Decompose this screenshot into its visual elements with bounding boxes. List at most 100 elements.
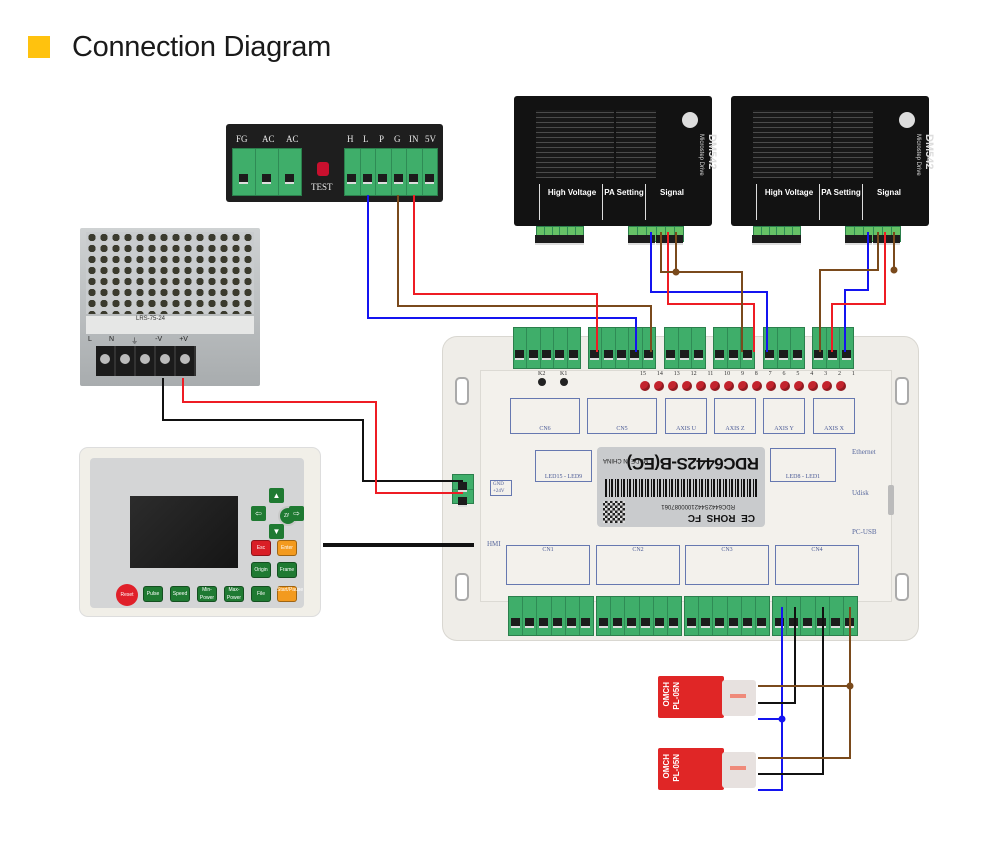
esc-button[interactable]: Esc xyxy=(251,540,271,556)
terminal-label-in: IN xyxy=(409,134,419,144)
axis-u-pinout: AXIS U xyxy=(665,398,707,434)
terminal-axis-y xyxy=(763,327,805,369)
mounting-slot-bottom-right xyxy=(895,573,909,601)
power-terminal xyxy=(535,226,584,245)
psu-terminal-ground: ⏚ xyxy=(131,338,139,345)
terminal-label-ac2: AC xyxy=(286,134,299,144)
reset-button[interactable]: Reset xyxy=(116,584,138,606)
cn2-caption: CN2 xyxy=(632,547,644,553)
switching-power-supply: LRS-75-24 L N ⏚ -V +V xyxy=(80,228,260,386)
cn5-pinout: CN5 xyxy=(587,398,657,434)
pin-number: 5 xyxy=(796,371,800,377)
terminal-label-fg: FG xyxy=(236,134,248,144)
axis-z-caption: AXIS Z xyxy=(725,426,745,432)
max-power-button[interactable]: Max-Power xyxy=(224,586,244,602)
axis-u-caption: AXIS U xyxy=(676,426,696,432)
cn1-caption: CN1 xyxy=(542,547,554,553)
cn4-pinout: CN4 xyxy=(775,545,859,585)
right-arrow-button[interactable]: ⇨ xyxy=(289,506,304,521)
cn5-caption: CN5 xyxy=(616,426,628,432)
driver-subtitle: Microstep Drive xyxy=(915,134,921,176)
mounting-slot-bottom-left xyxy=(455,573,469,601)
pin-number: 4 xyxy=(810,371,814,377)
pulse-button[interactable]: Pulse xyxy=(143,586,163,602)
axis-z-pinout: AXIS Z xyxy=(714,398,756,434)
wire-junction xyxy=(672,268,680,276)
enter-button[interactable]: Enter xyxy=(277,540,297,556)
terminal-label-g: G xyxy=(394,134,401,144)
cn4-caption: CN4 xyxy=(811,547,823,553)
pin-number: 9 xyxy=(740,371,744,377)
section-high-voltage: High Voltage xyxy=(547,188,597,197)
led-left-caption: LED15 - LED9 xyxy=(544,474,583,480)
pin-number: 14 xyxy=(656,371,663,377)
led15-led9-pinout: LED15 - LED9 xyxy=(535,450,592,482)
section-high-voltage: High Voltage xyxy=(764,188,814,197)
status-led xyxy=(822,381,832,391)
section-pa-setting: PA Setting xyxy=(604,188,644,197)
frame-button[interactable]: Frame xyxy=(277,562,297,578)
stepper-driver-y: DM542 Microstep Drive High Voltage PA Se… xyxy=(514,96,718,245)
wire-junction xyxy=(778,715,786,723)
min-power-button[interactable]: Min-Power xyxy=(197,586,217,602)
terminal-cn1 xyxy=(508,596,594,636)
file-button[interactable]: File xyxy=(251,586,271,602)
sensor-connector xyxy=(722,752,756,788)
k2-button[interactable] xyxy=(538,378,546,386)
led-right-caption: LED8 - LED1 xyxy=(785,474,821,480)
status-led xyxy=(724,381,734,391)
left-arrow-button[interactable]: ⇦ xyxy=(251,506,266,521)
status-led xyxy=(738,381,748,391)
pin-number: 15 xyxy=(640,371,646,377)
hmi-lcd-screen xyxy=(130,496,238,568)
cn6-pinout: CN6 xyxy=(510,398,580,434)
psu-terminal-l: L xyxy=(88,336,92,343)
pin-number: 10 xyxy=(724,371,731,377)
pin-number: 2 xyxy=(837,371,841,377)
up-arrow-button[interactable]: ▲ xyxy=(269,488,284,503)
axis-x-pinout: AXIS X xyxy=(813,398,855,434)
stepper-driver-x: DM542 Microstep Drive High Voltage PA Se… xyxy=(731,96,935,245)
cn3-caption: CN3 xyxy=(721,547,733,553)
current-setting-table xyxy=(616,110,656,178)
terminal-axis-u xyxy=(664,327,706,369)
status-led-row xyxy=(640,381,846,391)
power-gnd-label: GND xyxy=(493,482,504,487)
ac-terminal-block xyxy=(232,148,302,196)
terminal-label-5v: 5V xyxy=(425,134,436,144)
wire-sensor1-signal xyxy=(758,607,796,704)
driver-subtitle: Microstep Drive xyxy=(698,134,704,176)
wire-driver2-dir xyxy=(844,232,869,352)
sensor-connector xyxy=(722,680,756,716)
pin-number: 7 xyxy=(768,371,772,377)
k1-button[interactable] xyxy=(560,378,568,386)
current-setting-table xyxy=(833,110,873,178)
terminal-cn3 xyxy=(684,596,770,636)
status-led xyxy=(766,381,776,391)
psu-model: LRS-75-24 xyxy=(136,316,166,322)
psu-terminal-minus-v: -V xyxy=(155,336,163,343)
terminal-label-ac1: AC xyxy=(262,134,275,144)
start-pause-button[interactable]: Start/Pause xyxy=(277,586,303,602)
speed-button[interactable]: Speed xyxy=(170,586,190,602)
origin-button[interactable]: Origin xyxy=(251,562,271,578)
section-pa-setting: PA Setting xyxy=(821,188,861,197)
brand-logo-icon xyxy=(899,112,915,128)
wire-junction xyxy=(890,266,898,274)
terminal-label-p: P xyxy=(379,134,385,144)
down-arrow-button[interactable]: ▼ xyxy=(269,524,284,539)
axis-x-caption: AXIS X xyxy=(824,426,844,432)
test-label: TEST xyxy=(311,182,333,192)
status-led xyxy=(808,381,818,391)
status-led xyxy=(654,381,664,391)
pc-usb-port-label: PC-USB xyxy=(852,528,877,536)
test-button[interactable] xyxy=(317,162,329,176)
wire-junction xyxy=(846,682,854,690)
signal-terminal-block xyxy=(344,148,438,196)
udisk-port[interactable] xyxy=(888,485,894,515)
status-led xyxy=(780,381,790,391)
